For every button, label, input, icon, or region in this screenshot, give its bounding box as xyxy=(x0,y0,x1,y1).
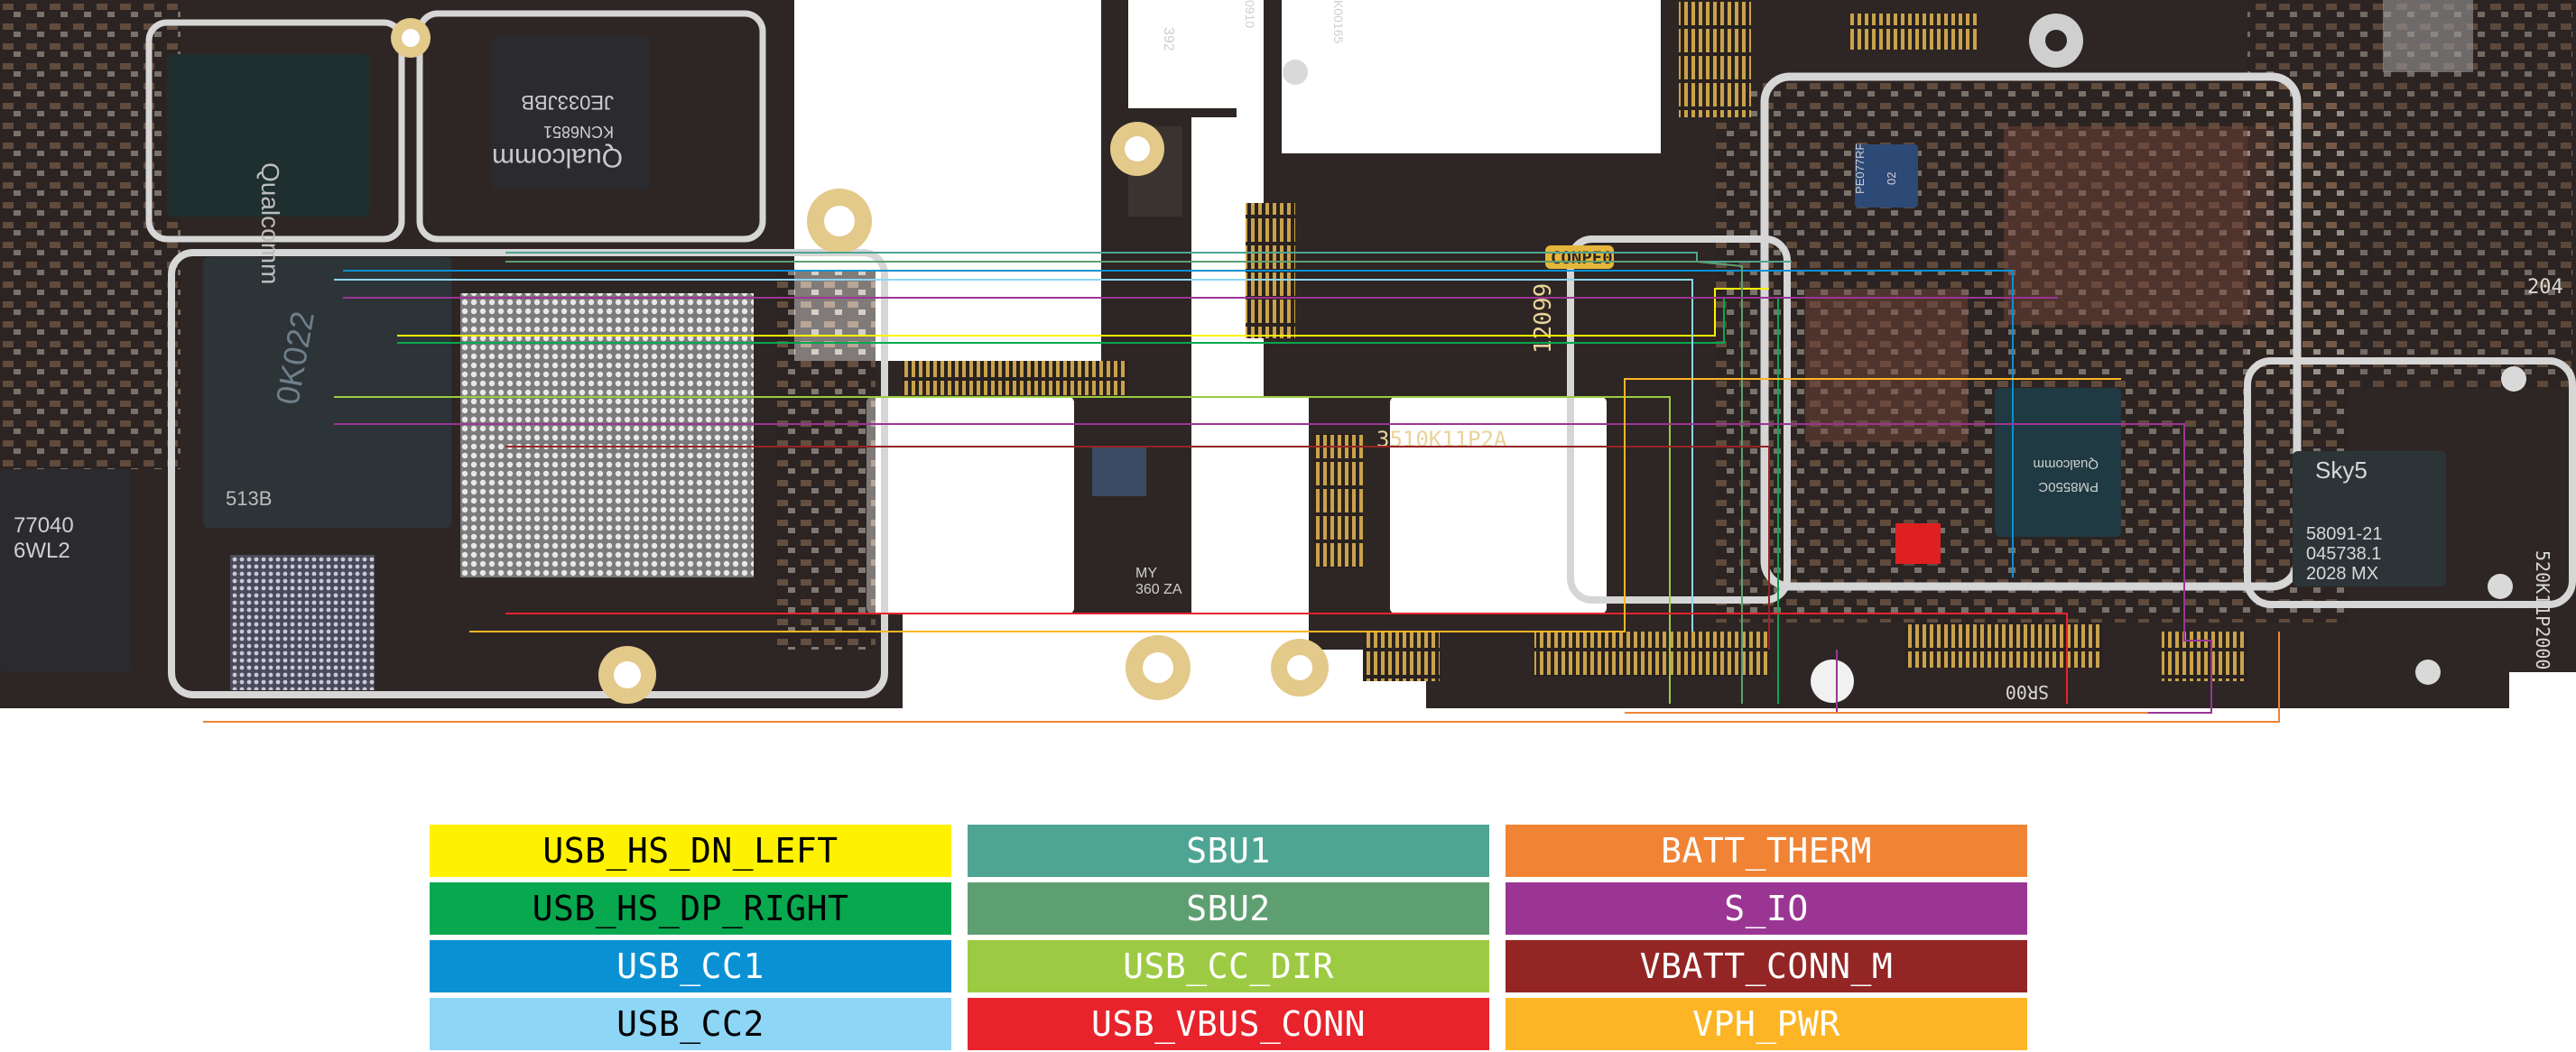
silk-pm-small-chip-2: 02 xyxy=(1885,172,1898,185)
silk-small-chip-2: 360 ZA xyxy=(1135,582,1182,597)
silk-pmic-mark: PM8550C xyxy=(2038,479,2099,494)
right-board: CONPE0 3510K11P2A 12099 520K11P2000 Qual… xyxy=(1237,0,2576,708)
left-board: Qualcomm Qualcomm JE033JBB KCN6851 0K022… xyxy=(0,0,1237,708)
legend-item-sbu2: SBU2 xyxy=(968,882,1489,935)
trace-vph-pwr xyxy=(469,378,2121,632)
legend-item-usb-hs-dp-right: USB_HS_DP_RIGHT xyxy=(430,882,951,935)
legend-item-s-io: S_IO xyxy=(1506,882,2027,935)
silk-flex-label: SR00 xyxy=(2006,681,2049,703)
legend-item-usb-cc1: USB_CC1 xyxy=(430,940,951,992)
trace-sbu1 xyxy=(505,252,1792,263)
silk-chip-center-mark: KCN6851 xyxy=(543,123,614,141)
silk-sky-chip: Sky5 xyxy=(2315,457,2368,484)
silk-small-chip-1: MY xyxy=(1135,566,1157,581)
trace-batt-therm xyxy=(203,632,2280,723)
silk-sky-code-3: 2028 MX xyxy=(2306,564,2378,584)
silk-sky-code-2: 045738.1 xyxy=(2306,544,2381,564)
silk-pmic-brand: Qualcomm xyxy=(2033,457,2099,472)
silk-qualcomm-center: Qualcomm xyxy=(492,143,623,172)
silk-pm-small-chip: PE077RF xyxy=(1853,143,1867,194)
silk-top-code-b: K00165 xyxy=(1331,0,1346,43)
silk-qualcomm-left: Qualcomm xyxy=(256,162,284,284)
silk-sky-code-1: 58091-21 xyxy=(2306,524,2383,544)
legend-item-usb-cc2: USB_CC2 xyxy=(430,998,951,1050)
legend-item-usb-hs-dn-left: USB_HS_DN_LEFT xyxy=(430,825,951,877)
signal-legend: USB_HS_DN_LEFT SBU1 BATT_THERM USB_HS_DP_RI… xyxy=(430,825,2027,1050)
silk-board-code-2: 12099 xyxy=(1530,283,1557,354)
trace-sbu2 xyxy=(505,261,1743,704)
silk-connector-label: CONPE0 xyxy=(1551,248,1613,268)
silk-board-code-right: 520K11P2000 xyxy=(2532,550,2553,669)
legend-item-usb-cc-dir: USB_CC_DIR xyxy=(968,940,1489,992)
silk-chip-left-mark: JE033JBB xyxy=(521,91,614,114)
trace-usb-cc-dir xyxy=(334,396,1671,704)
legend-item-vph-pwr: VPH_PWR xyxy=(1506,998,2027,1050)
legend-item-vbatt-conn-m: VBATT_CONN_M xyxy=(1506,940,2027,992)
silk-ufs-code: 513B xyxy=(226,487,272,510)
pcb-board-diagram: Qualcomm Qualcomm JE033JBB KCN6851 0K022… xyxy=(0,0,2576,723)
silk-top-right-code: 204 xyxy=(2527,276,2563,299)
silk-chip-bottom-left: 77040 xyxy=(14,513,74,538)
signal-traces xyxy=(203,252,2280,723)
silk-top-code-c: 392 xyxy=(1161,27,1176,51)
silk-chip-bottom-left-2: 6WL2 xyxy=(14,539,70,563)
trace-usb-vbus-conn xyxy=(505,613,2068,704)
trace-usb-cc2 xyxy=(334,279,1693,632)
trace-vbatt-conn-m xyxy=(505,446,1770,650)
silk-board-code-1: 3510K11P2A xyxy=(1376,427,1507,452)
legend-item-usb-vbus-conn: USB_VBUS_CONN xyxy=(968,998,1489,1050)
trace-usb-cc1 xyxy=(343,270,2014,577)
legend-item-sbu1: SBU1 xyxy=(968,825,1489,877)
silk-top-code-a: 0910 xyxy=(1243,0,1257,28)
legend-item-batt-therm: BATT_THERM xyxy=(1506,825,2027,877)
